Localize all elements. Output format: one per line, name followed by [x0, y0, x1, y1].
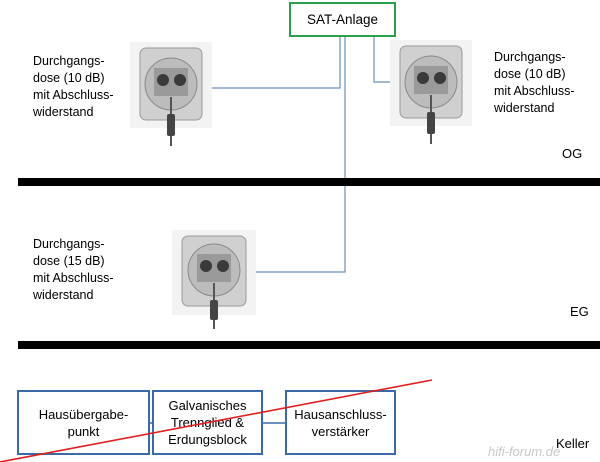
cable-og-left: [212, 37, 341, 89]
socket-label-eg: Durchgangs- dose (15 dB) mit Abschluss- …: [33, 237, 114, 302]
sat-anlage-label: SAT-Anlage: [306, 12, 379, 27]
cable-og-right: [373, 37, 390, 83]
cellar-box-hausanschlussverstaerker: Hausanschluss- verstärker: [285, 390, 396, 455]
cellar-box-hausuebergabepunkt: Hausübergabe- punkt: [17, 390, 150, 455]
socket-image-eg: [172, 230, 256, 329]
cellar-box-label: Hausanschluss- verstärker: [294, 406, 387, 439]
socket-image-og-left: [130, 42, 212, 146]
floor-label-keller: Keller: [556, 436, 590, 451]
sat-anlage-box: SAT-Anlage: [289, 2, 396, 37]
socket-image-og-right: [390, 40, 472, 144]
floor-divider-eg: [18, 341, 600, 349]
cable-eg: [255, 37, 346, 273]
floor-label-og: OG: [562, 146, 583, 161]
socket-label-og-right: Durchgangs- dose (10 dB) mit Abschluss- …: [494, 50, 575, 115]
watermark: hifi-forum.de: [488, 444, 561, 459]
floor-label-eg: EG: [570, 304, 589, 319]
socket-label-og-left: Durchgangs- dose (10 dB) mit Abschluss- …: [33, 54, 114, 119]
cellar-box-label: Hausübergabe- punkt: [38, 406, 129, 439]
red-strike-line: [0, 379, 433, 462]
floor-divider-og: [18, 178, 600, 186]
